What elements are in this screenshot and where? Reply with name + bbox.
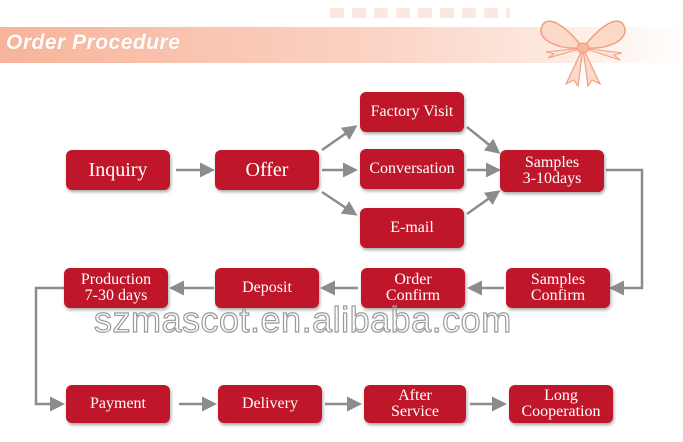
step-label: Conversation	[369, 160, 455, 177]
step-samples: Samples 3-10days	[500, 150, 604, 192]
arrow-factory-samples	[466, 126, 501, 154]
step-label: Payment	[90, 395, 146, 412]
step-label: Deposit	[242, 279, 292, 296]
step-label-line1: Long	[544, 387, 578, 404]
step-payment: Payment	[66, 385, 170, 423]
page-title: Order Procedure	[6, 31, 181, 54]
step-label-line1: After	[398, 387, 432, 404]
arrow-production-payment	[34, 286, 65, 412]
arrow-offer-factory	[321, 125, 358, 152]
step-inquiry: Inquiry	[66, 150, 170, 190]
step-label-line2: Service	[391, 403, 439, 420]
step-deposit: Deposit	[215, 268, 319, 308]
step-samples-confirm: Samples Confirm	[506, 268, 610, 308]
step-factory-visit: Factory Visit	[360, 92, 464, 132]
step-label-line1: Order	[394, 271, 432, 288]
step-label: E-mail	[390, 219, 434, 236]
step-label-line1: Samples	[524, 154, 580, 171]
step-label: Factory Visit	[370, 103, 454, 120]
step-delivery: Delivery	[218, 385, 322, 423]
step-label: Offer	[245, 159, 289, 181]
watermark-text: szmascot.en.alibaba.com	[93, 298, 512, 340]
step-label-line2: Confirm	[530, 287, 586, 304]
step-after-service: After Service	[364, 385, 466, 423]
arrow-samples-confirm	[606, 168, 644, 296]
step-label: Delivery	[242, 395, 298, 412]
step-label-line2: Confirm	[385, 287, 441, 304]
arrow-offer-email	[321, 190, 358, 216]
step-label-line1: Samples	[530, 271, 586, 288]
step-offer: Offer	[215, 150, 319, 190]
step-order-confirm: Order Confirm	[361, 268, 465, 308]
step-long-cooperation: Long Cooperation	[509, 385, 613, 423]
step-label-line2: 3-10days	[522, 170, 582, 187]
step-production: Production 7-30 days	[64, 268, 168, 308]
step-label: Inquiry	[88, 159, 148, 181]
step-conversation: Conversation	[360, 149, 464, 189]
faded-header-decoration	[330, 8, 510, 18]
step-label-line1: Production	[80, 271, 152, 288]
step-email: E-mail	[360, 208, 464, 248]
step-label-line2: Cooperation	[521, 403, 601, 420]
ribbon-bow-icon	[540, 20, 626, 88]
arrow-email-samples	[466, 190, 501, 216]
step-label-line2: 7-30 days	[84, 287, 148, 304]
